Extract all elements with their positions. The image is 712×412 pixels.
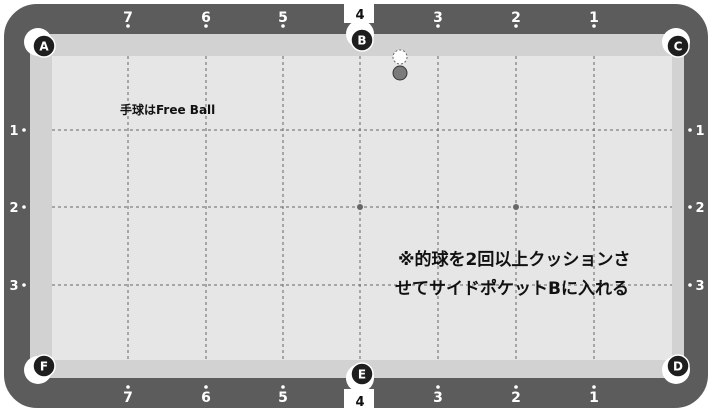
- top-rail-label: 6: [201, 10, 211, 26]
- instruction-line-2: せてサイドポケットBに入れる: [395, 278, 629, 299]
- rail-diamond: [204, 385, 208, 389]
- rail-diamond: [436, 385, 440, 389]
- rail-diamond: [204, 24, 208, 28]
- pocket-badge-label: E: [358, 368, 366, 382]
- pocket-badge-label: F: [40, 360, 48, 374]
- right-rail-label: 1: [695, 124, 704, 139]
- rail-diamond: [22, 205, 26, 209]
- rail-labels: 7 6 5 4 3 2 1 7 6 5 4 3 2 1 1 2 3 1 2 3: [9, 8, 704, 410]
- cue-ball-note: 手球はFree Ball: [120, 102, 215, 117]
- left-rail-label: 2: [9, 201, 18, 216]
- bottom-rail-label: 4: [355, 395, 364, 410]
- rail-diamond: [281, 24, 285, 28]
- pocket-badge-circle: [32, 354, 56, 378]
- top-rail-label: 5: [278, 10, 288, 26]
- rail-diamond: [592, 24, 596, 28]
- bottom-rail-label: 6: [201, 390, 211, 406]
- right-rail-label: 3: [695, 279, 704, 294]
- bottom-center-notch: [344, 389, 374, 409]
- left-rail-label: 3: [9, 279, 18, 294]
- rail-diamond: [592, 385, 596, 389]
- top-rail-label: 3: [433, 10, 443, 26]
- rail-diamond: [514, 24, 518, 28]
- rail-diamond: [281, 385, 285, 389]
- pocket-badge-circle: [32, 34, 56, 58]
- pocket-badge-label: A: [39, 40, 49, 54]
- top-rail-label: 2: [511, 10, 521, 26]
- rail-diamond: [688, 128, 692, 132]
- rail-diamond: [126, 385, 130, 389]
- pocket-b: B: [350, 28, 374, 52]
- pocket-d: D: [666, 354, 690, 378]
- bottom-rail-label: 3: [433, 390, 443, 406]
- pocket-f: F: [32, 354, 56, 378]
- grid-dot-right: [513, 204, 519, 210]
- top-rail-label: 7: [123, 10, 133, 26]
- object-ball: [392, 65, 408, 81]
- bottom-rail-label: 7: [123, 390, 133, 406]
- pocket-badge-circle: [666, 34, 690, 58]
- pocket-badges: A B C D E F: [32, 28, 690, 386]
- instruction-line-1: ※的球を2回以上クッションさ: [398, 249, 630, 270]
- pocket-badge-label: D: [673, 360, 683, 374]
- pocket-e: E: [350, 362, 374, 386]
- rail-diamond: [436, 24, 440, 28]
- top-rail-label: 4: [355, 8, 364, 23]
- pocket-badge-circle: [666, 354, 690, 378]
- ghost-ball: [392, 49, 408, 65]
- rail-diamond: [688, 283, 692, 287]
- rail-diamond: [126, 24, 130, 28]
- top-center-notch: [344, 3, 374, 23]
- rail-diamond: [22, 128, 26, 132]
- left-rail-label: 1: [9, 124, 18, 139]
- rail-diamond: [688, 205, 692, 209]
- pocket-badge-circle: [350, 28, 374, 52]
- pocket-badge-circle: [350, 362, 374, 386]
- pocket-badge-label: B: [357, 34, 366, 48]
- pocket-a: A: [32, 34, 56, 58]
- pocket-c: C: [666, 34, 690, 58]
- rail-diamond: [22, 283, 26, 287]
- bottom-rail-label: 2: [511, 390, 521, 406]
- pocket-badge-label: C: [674, 40, 683, 54]
- bottom-rail-label: 5: [278, 390, 288, 406]
- rail-diamond: [514, 385, 518, 389]
- top-rail-label: 1: [589, 10, 599, 26]
- bottom-rail-label: 1: [589, 390, 599, 406]
- right-rail-label: 2: [695, 201, 704, 216]
- grid-dot-center: [357, 204, 363, 210]
